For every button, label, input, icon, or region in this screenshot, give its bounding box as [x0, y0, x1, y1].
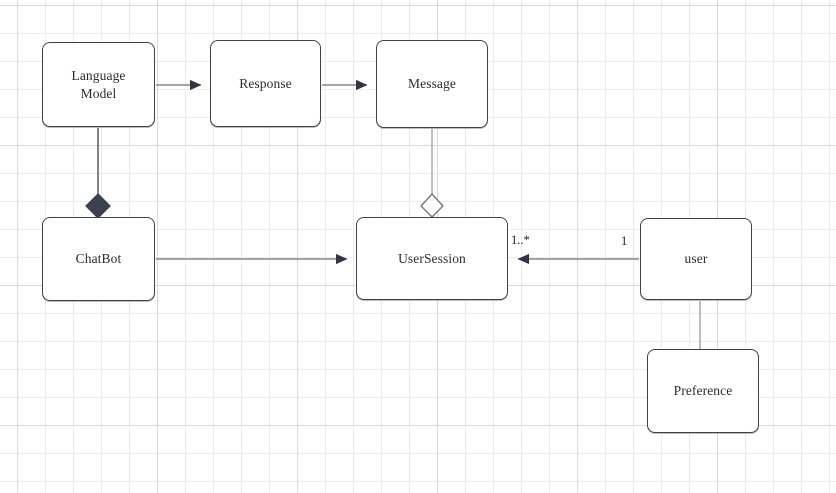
hollow-diamond-icon: [420, 193, 444, 218]
node-message-label: Message: [408, 76, 456, 92]
node-chatbot[interactable]: ChatBot: [42, 217, 155, 301]
node-language-model[interactable]: Language Model: [42, 42, 155, 127]
node-user-label: user: [684, 251, 708, 267]
node-response-label: Response: [239, 75, 292, 91]
node-preference[interactable]: Preference: [647, 349, 759, 433]
multiplicity-usersession-side: 1..*: [511, 233, 530, 247]
node-user[interactable]: user: [640, 218, 752, 300]
edge-message-to-usersession: [420, 129, 444, 218]
node-chatbot-label: ChatBot: [75, 251, 122, 267]
edge-language-model-to-chatbot: [85, 128, 111, 219]
node-usersession-label: UserSession: [398, 250, 466, 266]
node-language-model-label: Language Model: [71, 67, 126, 101]
node-preference-label: Preference: [673, 383, 733, 399]
node-response[interactable]: Response: [210, 40, 321, 127]
filled-diamond-icon: [85, 193, 111, 219]
multiplicity-user-side: 1: [621, 234, 628, 248]
node-message[interactable]: Message: [376, 40, 488, 128]
node-usersession[interactable]: UserSession: [356, 217, 508, 300]
